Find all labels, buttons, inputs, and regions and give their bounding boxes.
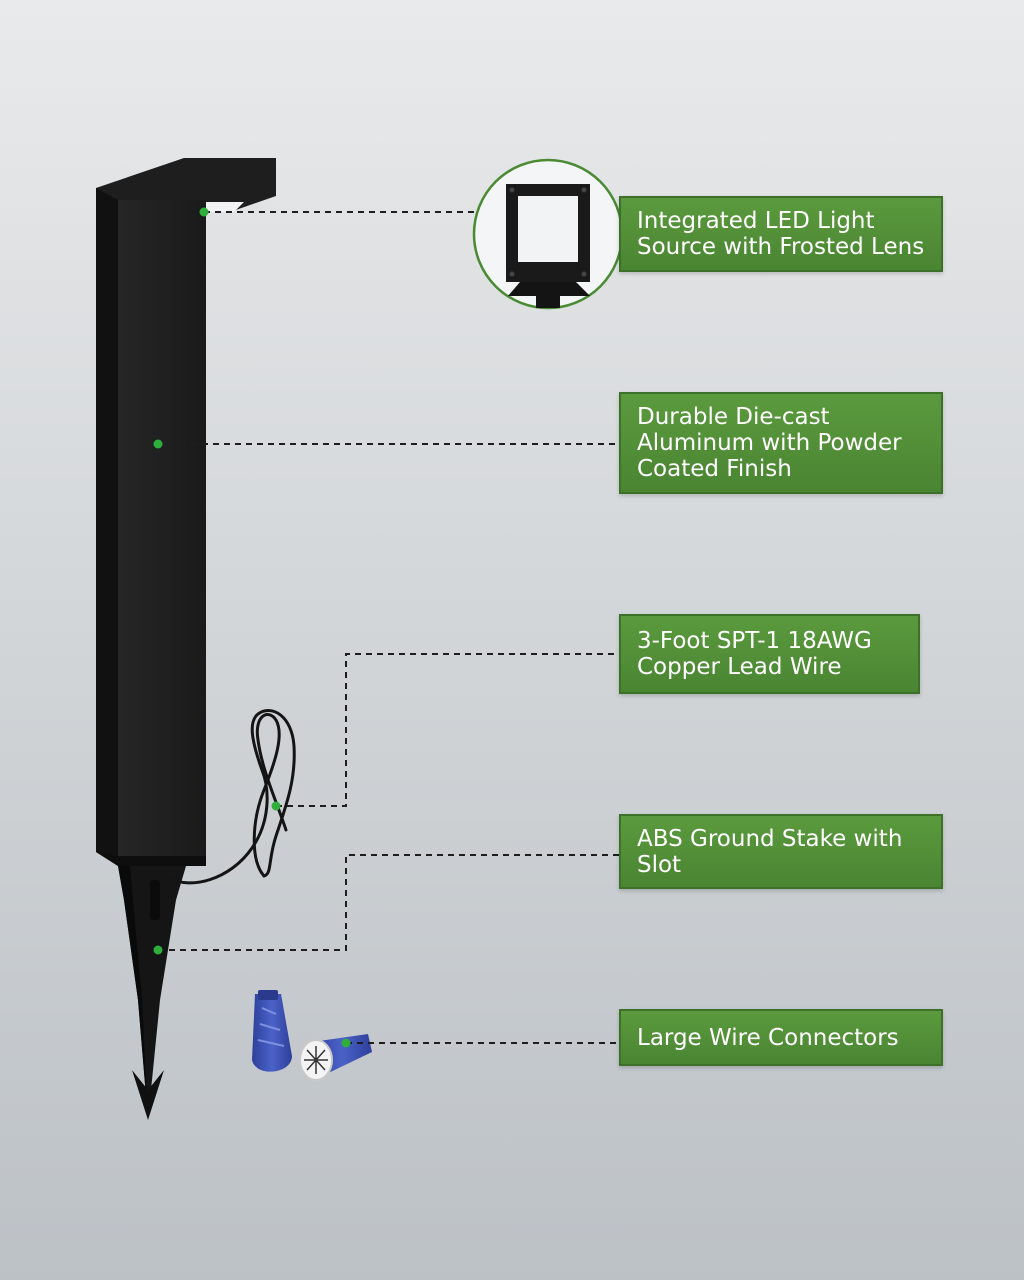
marker-dots — [153, 207, 351, 1048]
lead-wire — [168, 709, 296, 885]
callout-text-line: ABS Ground Stake with — [637, 825, 903, 852]
callout-text-line: Copper Lead Wire — [637, 654, 842, 680]
ground-stake — [118, 866, 186, 1120]
callout-text-line: Slot — [637, 851, 682, 878]
callout-text-line: Aluminum with Powder — [637, 430, 902, 456]
callout-die-cast-aluminum: Durable Die-cast Aluminum with Powder Co… — [619, 392, 943, 494]
callout-lead-wire: 3-Foot SPT-1 18AWG Copper Lead Wire — [619, 614, 920, 694]
callout-text-line: Durable Die-cast — [637, 404, 830, 430]
callout-text-line: 3-Foot SPT-1 18AWG — [637, 628, 872, 654]
leader-lines — [158, 211, 620, 1044]
connector-lying — [299, 1034, 372, 1081]
callout-ground-stake: ABS Ground Stake with Slot — [619, 814, 943, 889]
callout-text-line: Integrated LED Light — [637, 208, 875, 234]
stake-slot — [150, 880, 160, 920]
callout-led-light-source: Integrated LED Light Source with Frosted… — [619, 196, 943, 272]
callout-text-line: Source with Frosted Lens — [637, 234, 925, 260]
callout-text-line: Coated Finish — [637, 456, 792, 482]
callout-wire-connectors: Large Wire Connectors — [619, 1009, 943, 1066]
wire-connectors — [252, 990, 372, 1081]
detail-inset — [472, 158, 624, 310]
callout-text-line: Large Wire Connectors — [637, 1024, 899, 1051]
connector-standing — [252, 990, 292, 1072]
path-light-fixture — [96, 158, 276, 866]
